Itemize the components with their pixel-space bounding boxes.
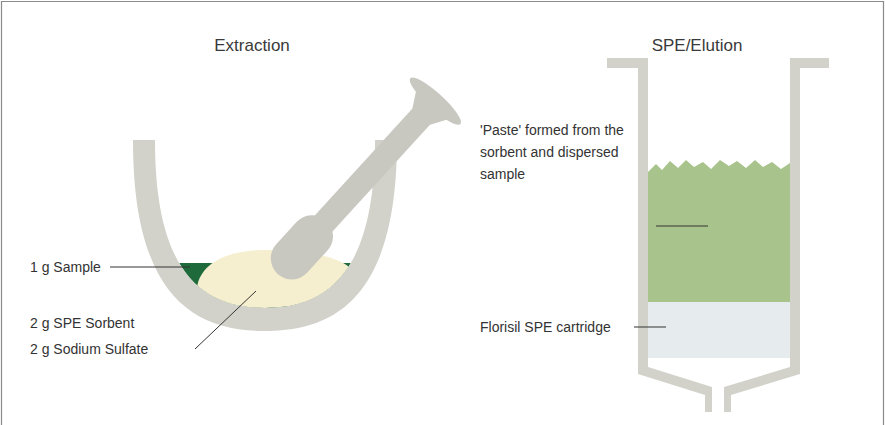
leader-line xyxy=(110,267,190,268)
florisil-bed xyxy=(648,302,790,358)
component-label: 2 g Sodium Sulfate xyxy=(30,338,148,360)
section-heading: Extraction xyxy=(214,35,290,57)
leader-line xyxy=(634,327,666,328)
component-label: Florisil SPE cartridge xyxy=(480,316,611,338)
section-heading: SPE/Elution xyxy=(652,35,743,57)
mortar xyxy=(133,140,397,331)
component-label: 2 g SPE Sorbent xyxy=(30,312,134,334)
pestle xyxy=(252,72,465,297)
paste xyxy=(648,160,790,302)
leader-line xyxy=(195,291,256,349)
leader-line xyxy=(656,226,708,227)
spe-cartridge xyxy=(607,58,829,412)
component-label: 1 g Sample xyxy=(30,256,101,278)
component-label: 'Paste' formed from the sorbent and disp… xyxy=(480,119,630,185)
